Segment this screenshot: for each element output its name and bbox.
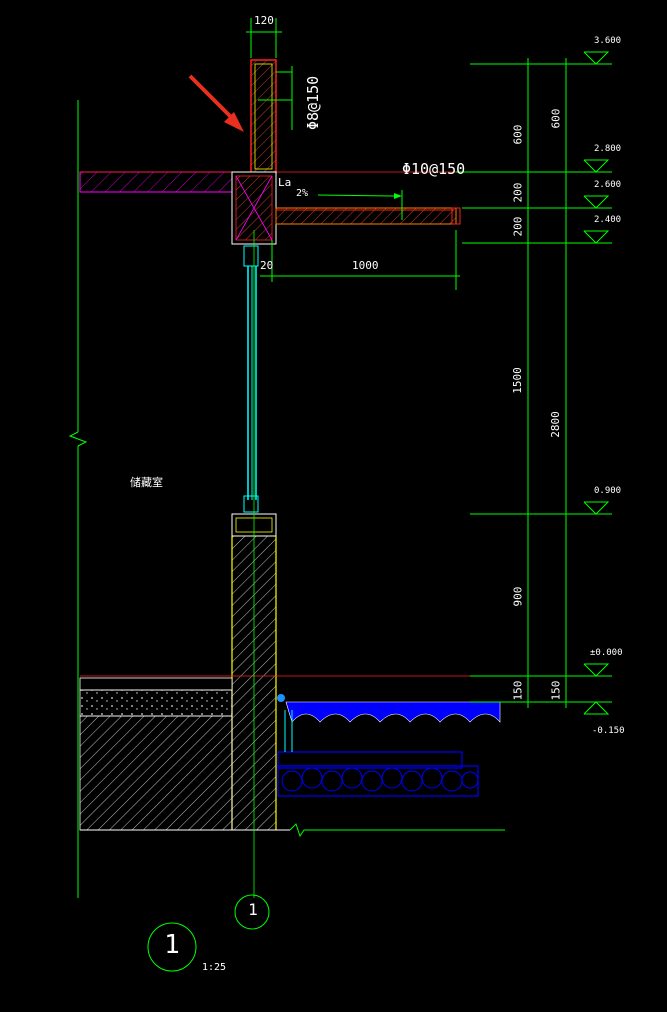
elev-minus-0150: -0.150 <box>592 726 625 736</box>
elev-0900: 0.900 <box>594 486 622 496</box>
canopy-slab <box>275 190 461 225</box>
dim-200-a: 200 <box>511 182 525 203</box>
dim-1500: 1500 <box>510 367 524 394</box>
detail-symbol <box>147 922 197 972</box>
vertical-dimensions <box>456 58 612 708</box>
label-slope: 2% <box>296 188 309 199</box>
dim-200-b: 200 <box>511 216 525 237</box>
red-arrow-icon <box>188 74 244 132</box>
beam <box>231 171 277 245</box>
parapet-wall <box>250 59 277 174</box>
detail-number: 1 <box>164 930 180 960</box>
canopy-dimension <box>260 230 460 290</box>
left-break-line <box>68 100 88 898</box>
ground-floor <box>79 675 520 831</box>
dim-600-outer: 600 <box>549 108 563 129</box>
elevation-markers <box>583 51 610 715</box>
label-room: 储藏室 <box>130 477 163 489</box>
roof-slab-left <box>79 171 520 193</box>
label-anchor: La <box>278 176 292 189</box>
elev-3600: 3.600 <box>594 36 622 46</box>
elev-2400: 2.400 <box>594 215 622 225</box>
label-wall-width: 120 <box>254 14 274 27</box>
dim-150-inner: 150 <box>511 680 525 701</box>
dim-150-outer: 150 <box>549 680 563 701</box>
exterior-ground <box>277 694 505 838</box>
elev-2600: 2.600 <box>594 180 622 190</box>
label-rebar-top: Φ8@150 <box>304 75 322 130</box>
dim-900: 900 <box>511 586 525 607</box>
label-rebar-slab: Φ10@150 <box>402 160 466 178</box>
window-glass <box>243 245 259 513</box>
elev-0000: ±0.000 <box>590 648 623 658</box>
top-dimension <box>246 18 293 130</box>
dim-600-inner: 600 <box>511 124 525 145</box>
elev-2800: 2.800 <box>594 144 622 154</box>
label-dim-20: 20 <box>260 259 274 272</box>
dim-2800: 2800 <box>548 411 562 438</box>
label-dim-1000: 1000 <box>352 259 379 272</box>
axis-label: 1 <box>248 900 258 919</box>
axis-bubble <box>234 894 270 930</box>
scale-label: 1:25 <box>202 962 227 973</box>
